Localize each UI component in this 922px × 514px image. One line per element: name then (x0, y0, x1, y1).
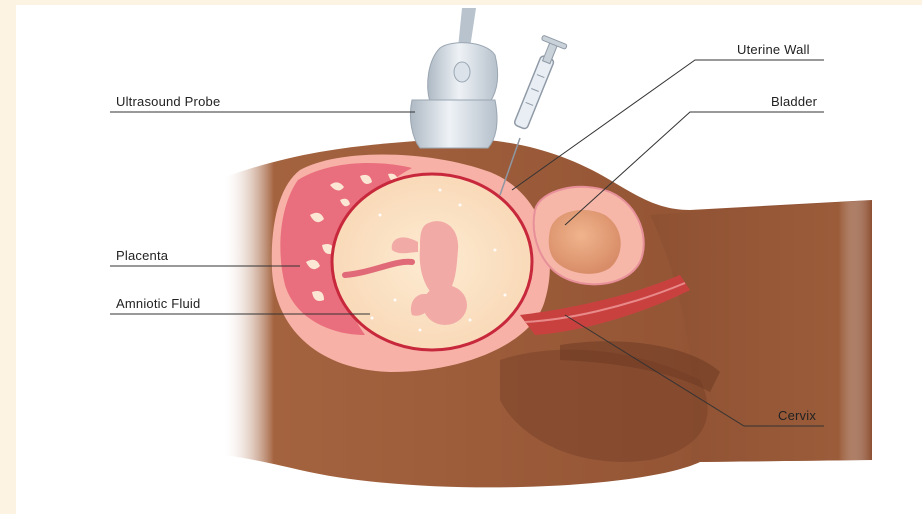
label-bladder: Bladder (771, 94, 817, 109)
label-cervix: Cervix (778, 408, 816, 423)
label-placenta: Placenta (116, 248, 168, 263)
uterus (272, 154, 550, 372)
label-ultrasound-probe: Ultrasound Probe (116, 94, 220, 109)
ultrasound-probe (410, 8, 497, 148)
label-uterine-wall: Uterine Wall (737, 42, 810, 57)
label-amniotic-fluid: Amniotic Fluid (116, 296, 200, 311)
